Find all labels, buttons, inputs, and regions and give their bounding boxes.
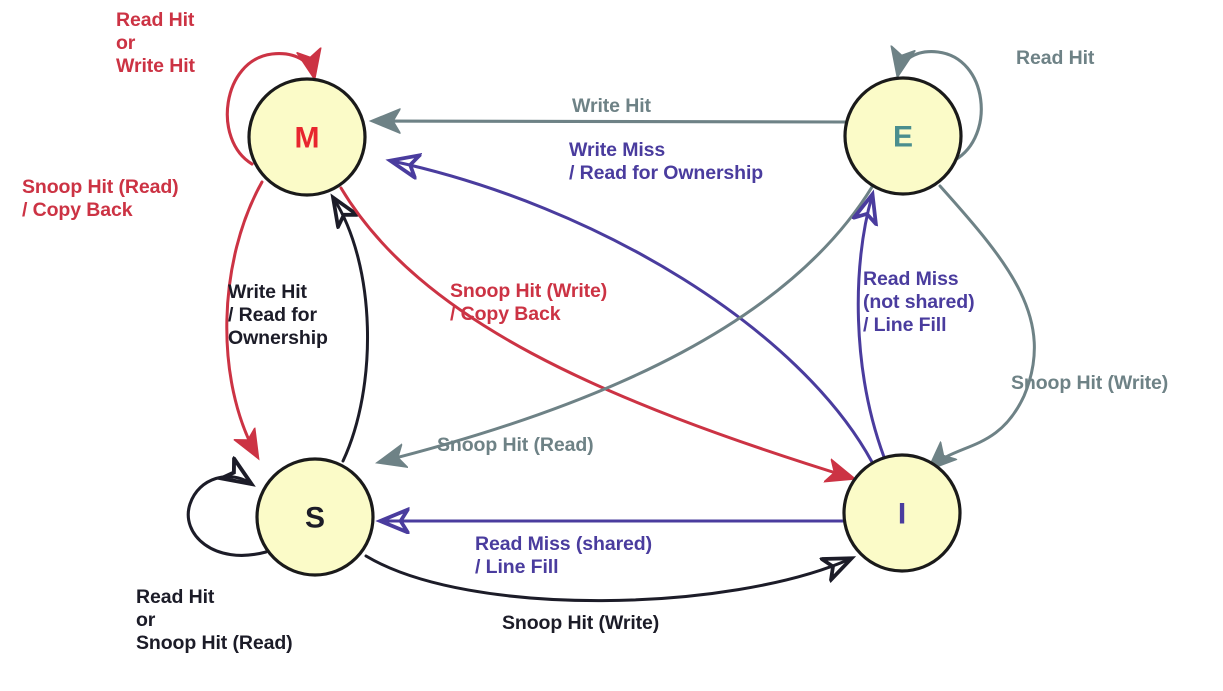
node-i[interactable]: I bbox=[842, 453, 962, 573]
edge-label-e-to-i: Snoop Hit (Write) bbox=[1011, 372, 1169, 394]
edge-label-m-to-s: Snoop Hit (Read) / Copy Back bbox=[22, 176, 179, 221]
node-m-label: M bbox=[295, 122, 320, 155]
edge-label-m-to-i: Snoop Hit (Write) / Copy Back bbox=[450, 280, 608, 325]
node-s[interactable]: S bbox=[255, 457, 375, 577]
edge-m-to-s bbox=[225, 180, 264, 456]
edge-label-e-to-s: Snoop Hit (Read) bbox=[437, 434, 594, 456]
edge-label-s-to-i: Snoop Hit (Write) bbox=[502, 612, 660, 634]
node-e-label: E bbox=[893, 121, 913, 154]
edge-s-to-i bbox=[364, 554, 850, 603]
edge-label-i-to-s: Read Miss (shared) / Line Fill bbox=[475, 533, 653, 578]
edge-s-self bbox=[186, 477, 268, 557]
edge-e-self bbox=[898, 52, 983, 162]
node-s-label: S bbox=[305, 502, 325, 535]
edge-m-self bbox=[225, 54, 314, 166]
edge-label-s-self: Read Hit or Snoop Hit (Read) bbox=[136, 586, 293, 654]
edge-i-to-m bbox=[392, 161, 874, 464]
edge-e-to-m bbox=[374, 121, 847, 122]
edge-label-e-self: Read Hit bbox=[1016, 47, 1095, 69]
node-i-label: I bbox=[898, 498, 906, 531]
edge-label-i-to-e: Read Miss (not shared) / Line Fill bbox=[863, 268, 975, 336]
edge-e-to-i bbox=[930, 184, 1036, 468]
edge-label-i-to-m: Write Miss / Read for Ownership bbox=[569, 139, 764, 184]
edge-i-to-e bbox=[858, 196, 886, 459]
edge-label-e-to-m: Write Hit bbox=[572, 95, 651, 117]
edge-label-m-self: Read Hit or Write Hit bbox=[116, 9, 195, 77]
edge-s-to-m bbox=[334, 199, 370, 463]
node-m[interactable]: M bbox=[247, 77, 367, 197]
edge-e-to-s bbox=[380, 185, 874, 462]
edge-m-to-i bbox=[339, 186, 852, 478]
edge-label-s-to-m: Write Hit / Read for Ownership bbox=[228, 281, 328, 349]
node-e[interactable]: E bbox=[843, 76, 963, 196]
